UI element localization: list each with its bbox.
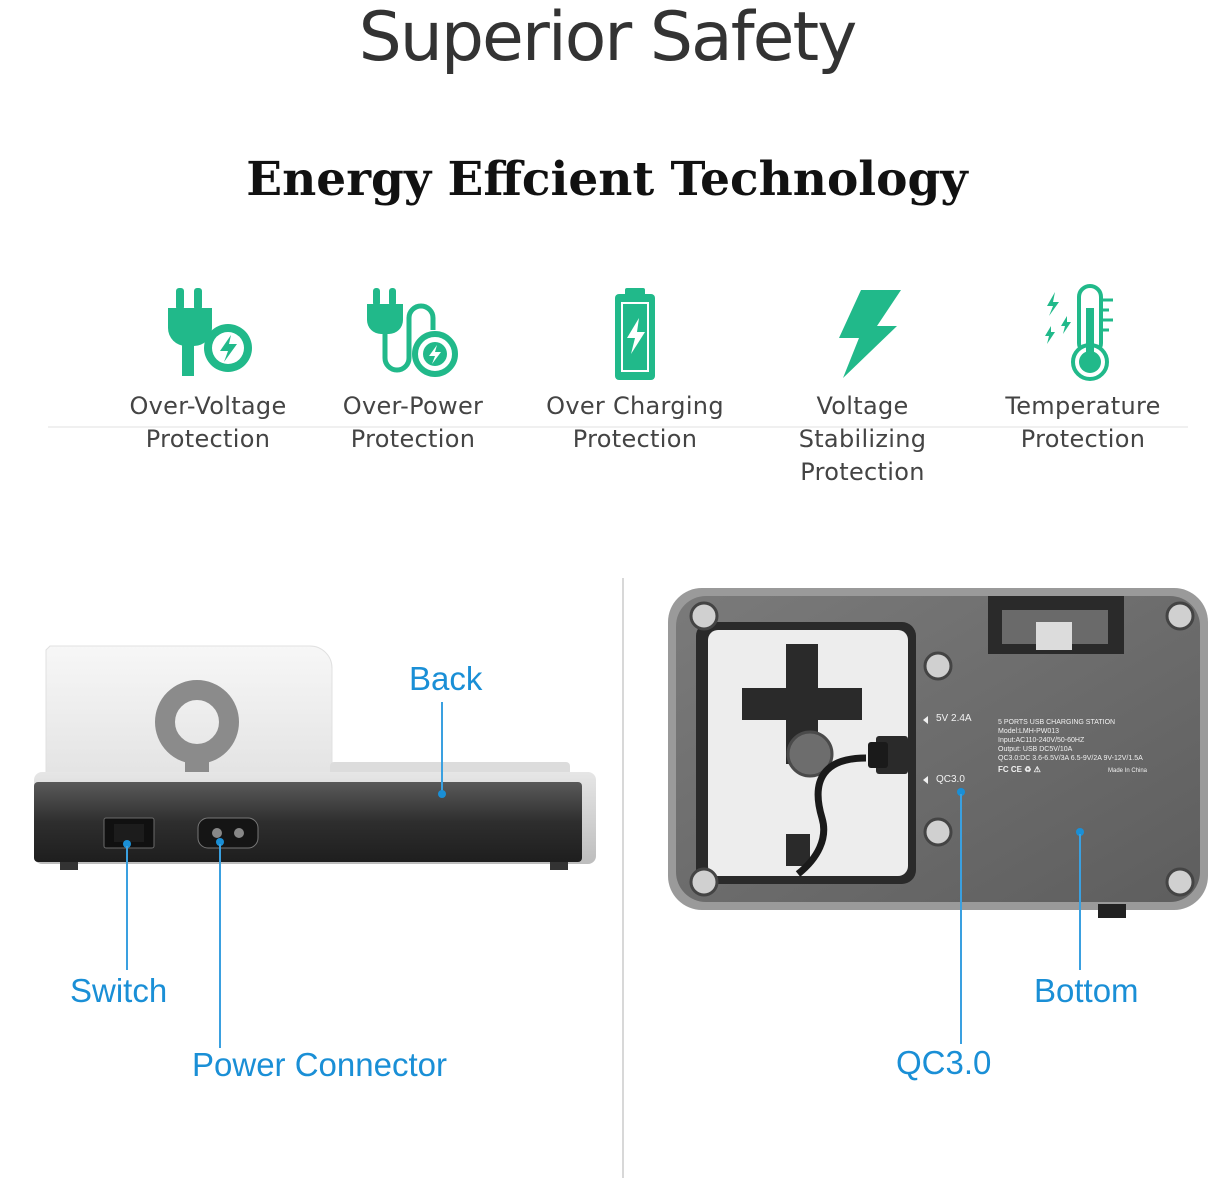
callout-switch-dot [123, 840, 131, 848]
thermometer-icon [1045, 284, 1113, 381]
spec-label-block: 5 PORTS USB CHARGING STATION Model:LMH-P… [998, 718, 1178, 775]
callout-back-dot [438, 790, 446, 798]
spec-line: 5 PORTS USB CHARGING STATION [998, 719, 1116, 726]
feature-over-power: Over-Power Protection [313, 282, 513, 456]
callout-switch-label: Switch [70, 972, 168, 1009]
spec-line: Output: USB DC5V/10A [998, 746, 1073, 753]
page-title: Superior Safety [358, 0, 858, 77]
feature-temperature: Temperature Protection [983, 282, 1183, 456]
feature-label-line2: Protection [145, 425, 271, 453]
battery-bolt-icon [615, 288, 655, 380]
callout-power-connector-dot [216, 838, 224, 846]
feature-label-line2: Protection [350, 425, 476, 453]
callout-qc-label: QC3.0 [896, 1044, 992, 1081]
callout-back-leader [441, 702, 443, 794]
plug-bolt-icon [168, 288, 252, 376]
callout-power-connector-leader [219, 844, 221, 1048]
callout-bottom-label: Bottom [1034, 972, 1139, 1009]
feature-over-charging: Over Charging Protection [535, 282, 735, 456]
callout-switch-leader [126, 846, 128, 970]
spec-line: Input:AC110-240V/50-60HZ [998, 737, 1085, 744]
page-subtitle: Energy Effcient Technology [246, 152, 968, 207]
feature-label-line2: Protection [800, 458, 925, 486]
charging-station-rear-view [34, 645, 596, 870]
feature-label-line1: Voltage Stabilizing [798, 392, 927, 453]
port-label-qc: QC3.0 [936, 774, 965, 785]
feature-label-line1: Over Charging [546, 392, 724, 420]
callout-back-label: Back [409, 660, 483, 697]
spec-line: QC3.0:DC 3.6-6.5V/3A 6.5-9V/2A 9V-12V/1.… [998, 755, 1143, 762]
callout-qc-dot [957, 788, 965, 796]
section-separator [48, 426, 1188, 428]
made-in-label: Made In China [1108, 768, 1148, 774]
feature-voltage-stabilizing: Voltage Stabilizing Protection [755, 282, 970, 489]
port-label-usb: 5V 2.4A [936, 713, 972, 724]
callout-bottom-leader [1079, 834, 1081, 970]
plug-cable-bolt-icon [367, 288, 458, 377]
feature-label-line1: Temperature [1005, 392, 1161, 420]
feature-label-line2: Protection [1020, 425, 1146, 453]
feature-label-line1: Over-Voltage [129, 392, 287, 420]
lightning-bolt-icon [838, 290, 901, 378]
charging-station-bottom-view [668, 588, 1208, 918]
callout-qc-leader [960, 794, 962, 1044]
callout-power-connector-label: Power Connector [192, 1046, 447, 1083]
spec-line: Model:LMH-PW013 [998, 728, 1060, 735]
cert-marks: FC CE ♻ ⚠ [998, 765, 1041, 774]
feature-over-voltage: Over-Voltage Protection [108, 282, 308, 456]
callout-bottom-dot [1076, 828, 1084, 836]
feature-label-line2: Protection [572, 425, 698, 453]
panel-divider [622, 578, 624, 1178]
feature-label-line1: Over-Power [342, 392, 484, 420]
